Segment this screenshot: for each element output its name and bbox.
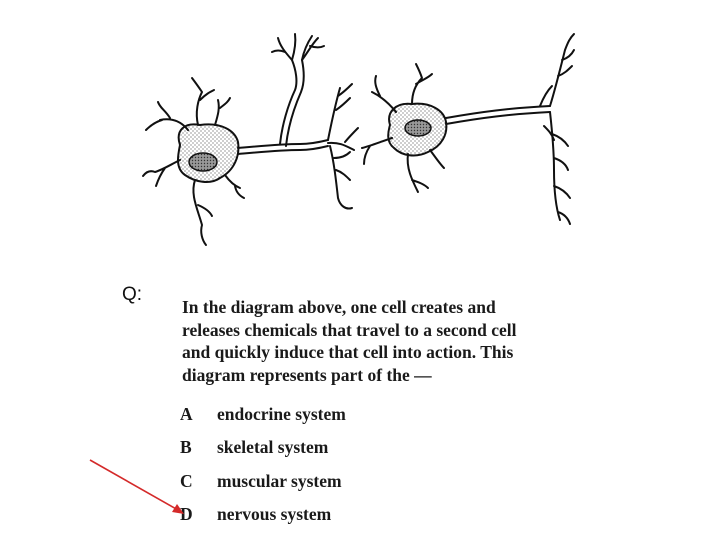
neuron-diagram (140, 30, 590, 255)
choice-text: endocrine system (217, 404, 346, 424)
neuron-left (142, 33, 359, 246)
question-line: In the diagram above, one cell creates a… (182, 297, 496, 317)
choice-text: muscular system (217, 471, 342, 491)
nucleus-right (404, 119, 432, 137)
choice-text: nervous system (217, 504, 332, 524)
choice-letter: C (180, 471, 193, 491)
question-label: Q: (122, 284, 143, 305)
question-text: In the diagram above, one cell creates a… (182, 296, 602, 386)
choice-letter: B (180, 437, 192, 457)
question-line: diagram represents part of the — (182, 364, 432, 385)
choice-letter: D (180, 504, 193, 524)
neuron-right (361, 33, 575, 225)
choice-text: skeletal system (217, 437, 329, 457)
choice-letter: A (180, 404, 193, 424)
nucleus-left (188, 152, 218, 172)
question-line: and quickly induce that cell into action… (182, 342, 514, 362)
question-line: releases chemicals that travel to a seco… (182, 319, 517, 340)
answer-arrow (89, 459, 184, 514)
